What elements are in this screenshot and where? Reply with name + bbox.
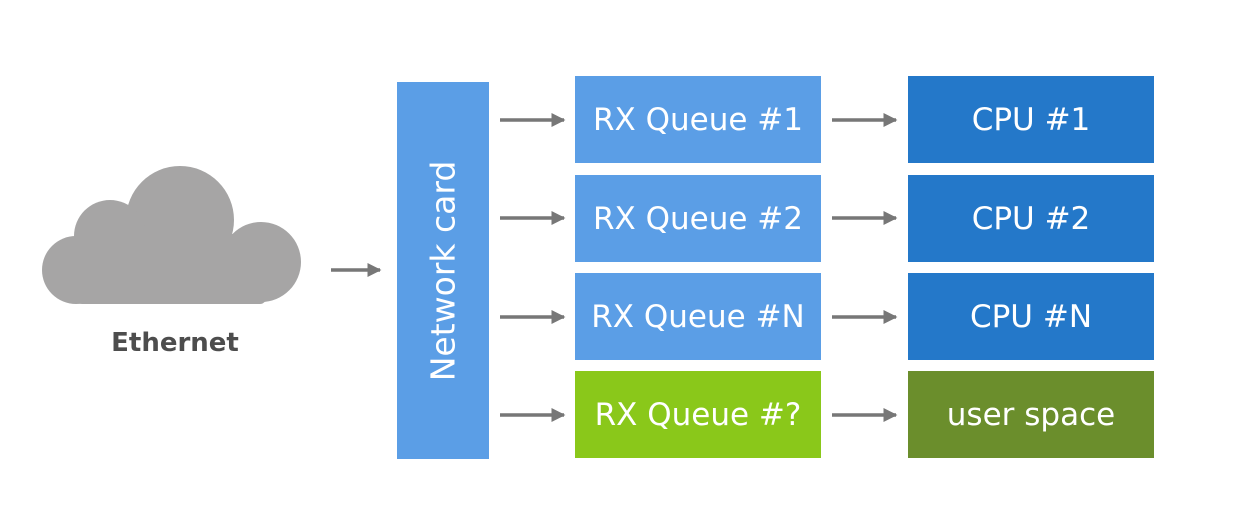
cpu-n: CPU #N [908,273,1154,360]
rx-queue-2: RX Queue #2 [575,175,821,262]
cloud-icon [42,166,301,304]
cpu-1: CPU #1 [908,76,1154,163]
rx-queue-1: RX Queue #1 [575,76,821,163]
user-space: user space [908,371,1154,458]
network-card: Network card [397,82,489,459]
rx-queue-n: RX Queue #N [575,273,821,360]
rx-queue-unknown: RX Queue #? [575,371,821,458]
network-card-label: Network card [423,160,463,381]
ethernet-label: Ethernet [111,328,239,358]
cpu-2: CPU #2 [908,175,1154,262]
